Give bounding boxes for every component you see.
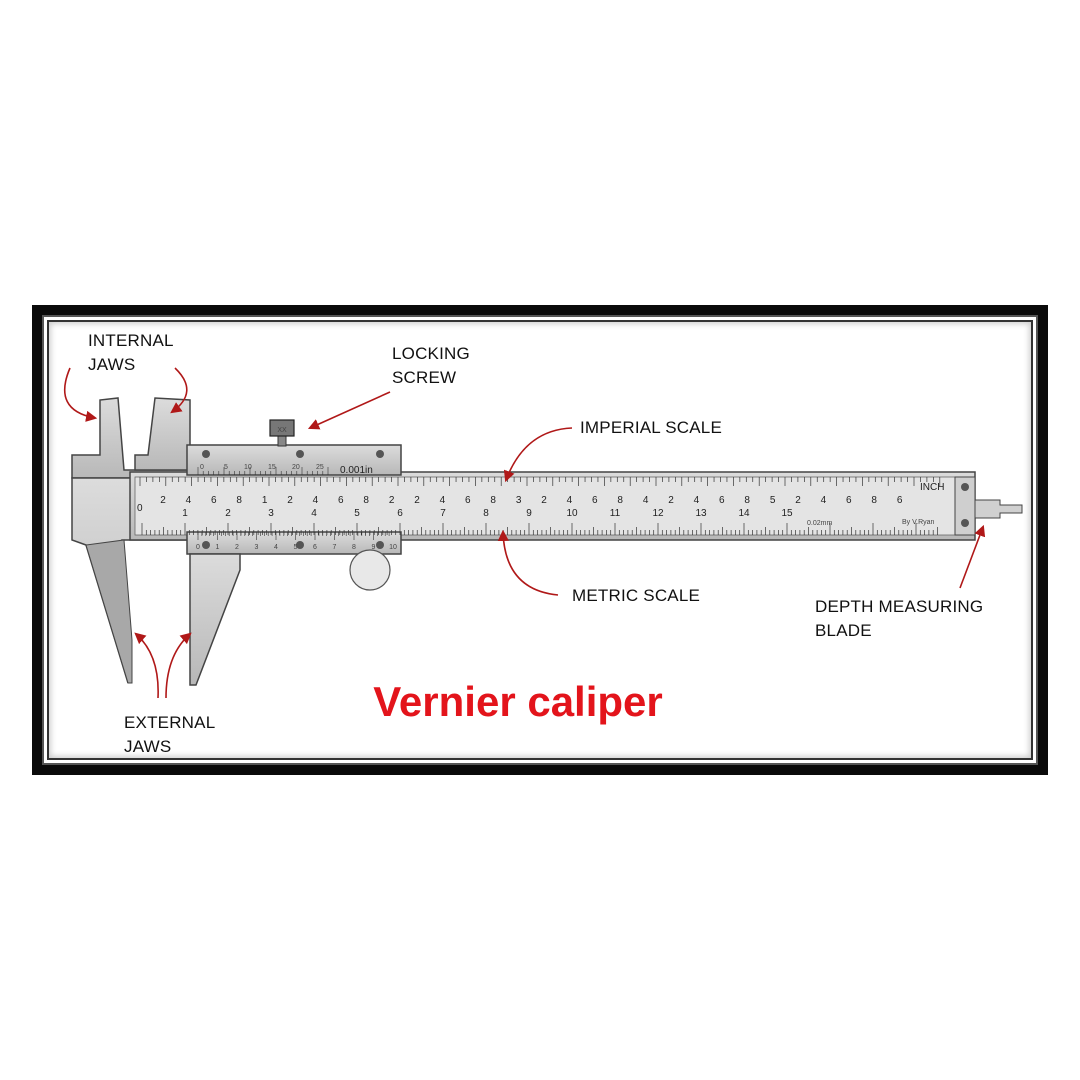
arrow-internal-jaws-left — [63, 367, 98, 422]
metric-scale-number: 1 — [182, 508, 188, 519]
resolution-label: 0.02mm — [807, 520, 832, 527]
imperial-scale-number: 1 — [262, 495, 268, 506]
vernier-bottom-label: 8 — [352, 544, 356, 551]
main-scale-face — [134, 476, 956, 536]
metric-scale-number: 12 — [652, 508, 664, 519]
inch-unit-label: INCH — [920, 482, 944, 493]
label-internal-jaws-line1: INTERNAL — [88, 331, 174, 350]
vernier-bottom-label: 7 — [333, 544, 337, 551]
vernier-top-label: 15 — [268, 464, 276, 471]
vernier-top-label: 10 — [244, 464, 252, 471]
sliding-jaw — [134, 397, 402, 686]
vernier-bottom-label: 0 — [196, 544, 200, 551]
metric-scale-number: 6 — [397, 508, 403, 519]
arrow-external-jaws-right — [165, 632, 192, 699]
imperial-scale-number: 4 — [567, 495, 573, 506]
metric-scale-number: 5 — [354, 508, 360, 519]
vernier-bottom-label: 3 — [255, 544, 259, 551]
imperial-scale-numbers: 2 4 6 8 1 2 4 6 8 2 2 4 6 8 3 2 4 6 8 4 2 4 6 8 5 2 4 6 8 6 — [160, 495, 903, 506]
imperial-scale-number: 6 — [592, 495, 598, 506]
label-metric-scale: METRIC SCALE — [572, 586, 700, 605]
imperial-scale-number: 2 — [414, 495, 420, 506]
vernier-bottom-label: 6 — [313, 544, 317, 551]
scale-ticks — [139, 467, 941, 540]
label-external-jaws-line2: JAWS — [124, 737, 171, 756]
metric-zero-label: 0 — [137, 503, 143, 514]
imperial-scale-number: 8 — [490, 495, 496, 506]
imperial-scale-number: 8 — [744, 495, 750, 506]
vernier-bottom-label: 1 — [216, 544, 220, 551]
metric-scale-number: 4 — [311, 508, 317, 519]
vernier-top-label: 20 — [292, 464, 300, 471]
metric-scale-number: 2 — [225, 508, 231, 519]
label-internal-jaws-line2: JAWS — [88, 355, 135, 374]
arrow-locking-screw — [307, 391, 391, 430]
vernier-bottom-label: 10 — [389, 544, 397, 551]
vernier-top-label: 5 — [224, 464, 228, 471]
imperial-scale-number: 5 — [770, 495, 776, 506]
depth-measuring-blade-end — [954, 476, 1023, 536]
metric-scale-number: 15 — [781, 508, 793, 519]
metric-scale-number: 8 — [483, 508, 489, 519]
vernier-bottom-scale: 0 1 2 3 4 5 6 7 8 9 10 — [196, 544, 397, 551]
imperial-scale-number: 4 — [313, 495, 319, 506]
imperial-scale-number: 6 — [719, 495, 725, 506]
imperial-scale-number: 8 — [236, 495, 242, 506]
label-imperial-scale: IMPERIAL SCALE — [580, 418, 722, 437]
arrow-external-jaws-left — [134, 632, 159, 699]
imperial-scale-number: 4 — [821, 495, 827, 506]
imperial-scale-number: 4 — [440, 495, 446, 506]
locking-screw: XX — [269, 419, 295, 447]
imperial-scale-number: 4 — [186, 495, 192, 506]
svg-text:XX: XX — [277, 427, 287, 434]
vernier-top-label: 0 — [200, 464, 204, 471]
imperial-scale-number: 4 — [694, 495, 700, 506]
diagram-title: Vernier caliper — [373, 678, 663, 725]
vernier-bottom-label: 9 — [372, 544, 376, 551]
imperial-scale-number: 6 — [211, 495, 217, 506]
imperial-scale-number: 2 — [668, 495, 674, 506]
metric-scale-number: 7 — [440, 508, 446, 519]
label-external-jaws-line1: EXTERNAL — [124, 713, 215, 732]
vernier-bottom-label: 4 — [274, 544, 278, 551]
imperial-scale-number: 8 — [617, 495, 623, 506]
arrow-metric-scale — [497, 529, 559, 596]
metric-scale-number: 3 — [268, 508, 274, 519]
metric-scale-number: 14 — [738, 508, 750, 519]
credit-label: By V.Ryan — [902, 519, 935, 526]
vernier-bottom-label: 5 — [294, 544, 298, 551]
imperial-scale-number: 8 — [871, 495, 877, 506]
imperial-scale-number: 2 — [541, 495, 547, 506]
imperial-scale-number: 6 — [465, 495, 471, 506]
vernier-bottom-label: 2 — [235, 544, 239, 551]
label-depth-measuring-line2: BLADE — [815, 621, 872, 640]
metric-scale-number: 10 — [566, 508, 578, 519]
metric-scale-number: 13 — [695, 508, 707, 519]
imperial-scale-number: 6 — [846, 495, 852, 506]
imperial-scale-number: 8 — [363, 495, 369, 506]
label-locking-screw-line1: LOCKING — [392, 344, 470, 363]
arrow-imperial-scale — [503, 427, 573, 483]
imperial-scale-number: 2 — [287, 495, 293, 506]
vernier-unit-label: 0.001in — [340, 465, 373, 476]
label-depth-measuring-line1: DEPTH MEASURING — [815, 597, 983, 616]
imperial-scale-number: 2 — [795, 495, 801, 506]
arrow-internal-jaws-right — [170, 367, 188, 414]
imperial-scale-number: 2 — [389, 495, 395, 506]
label-arrows — [63, 367, 986, 699]
imperial-scale-number: 4 — [643, 495, 649, 506]
vernier-top-scale: 0 5 10 15 20 25 0.001in — [200, 464, 373, 476]
imperial-scale-number: 6 — [338, 495, 344, 506]
imperial-scale-number: 2 — [160, 495, 166, 506]
vernier-top-label: 25 — [316, 464, 324, 471]
arrow-depth-blade — [959, 524, 986, 589]
metric-scale-number: 9 — [526, 508, 532, 519]
label-locking-screw-line2: SCREW — [392, 368, 456, 387]
imperial-scale-number: 6 — [897, 495, 903, 506]
imperial-scale-number: 3 — [516, 495, 522, 506]
metric-scale-number: 11 — [610, 508, 621, 519]
